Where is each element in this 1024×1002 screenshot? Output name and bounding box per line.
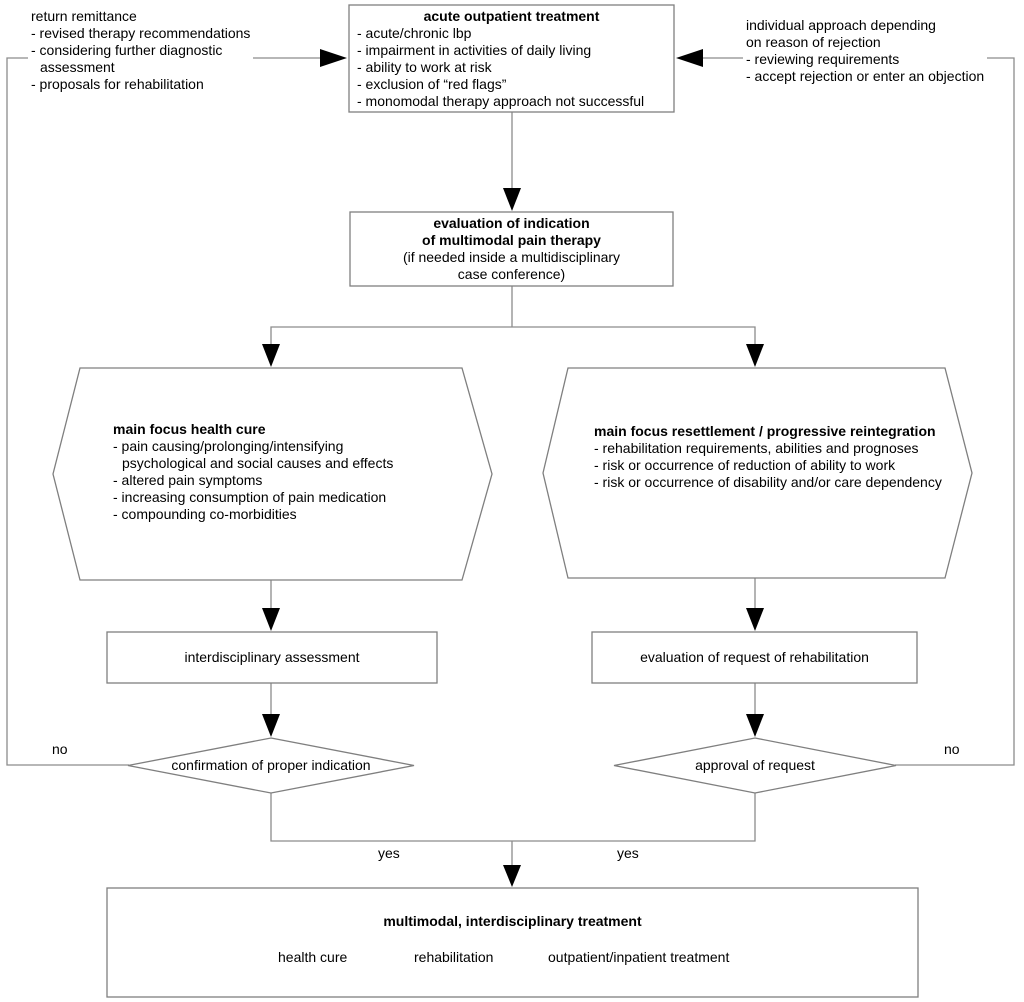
rehab-request-box-label: evaluation of request of rehabilitation <box>640 649 869 665</box>
evaluation-box-line: evaluation of indication <box>433 215 590 231</box>
hexagon-health-line: - pain causing/prolonging/intensifying <box>113 438 344 454</box>
hexagon-health-line: - altered pain symptoms <box>113 472 263 488</box>
assessment-box-label: interdisciplinary assessment <box>184 649 360 665</box>
note-line: on reason of rejection <box>746 34 881 50</box>
node-shapes <box>52 4 973 998</box>
connector-split-branches <box>270 326 756 346</box>
hexagon-resettlement-line: - risk or occurrence of disability and/o… <box>594 474 942 490</box>
acute-box-outline <box>348 4 675 113</box>
arrowheads <box>262 49 764 887</box>
evaluation-box-line: of multimodal pain therapy <box>422 232 601 248</box>
note-line: - revised therapy recommendations <box>31 25 251 41</box>
evaluation-indication-box: evaluation of indication of multimodal p… <box>350 215 673 283</box>
hexagon-resettlement-line: - rehabilitation requirements, abilities… <box>594 440 919 456</box>
rehab-request-box-outline <box>591 631 918 684</box>
note-rejection-approach: individual approach depending on reason … <box>743 17 988 85</box>
connector-yes-merge <box>270 793 756 842</box>
arrow-down-evaluation-icon <box>503 188 521 211</box>
evaluation-box-outline <box>349 211 674 287</box>
decision-indication-outline <box>127 737 415 794</box>
note-line: individual approach depending <box>746 17 936 33</box>
edge-label-no-left: no <box>52 741 68 757</box>
bottom-box-item-health-cure: health cure <box>278 949 348 965</box>
acute-box-title: acute outpatient treatment <box>423 8 600 24</box>
assessment-box-outline <box>106 631 438 684</box>
hexagon-resettlement: main focus resettlement / progressive re… <box>594 423 942 491</box>
acute-box-item: - impairment in activities of daily livi… <box>357 42 592 58</box>
hexagon-resettlement-outline <box>542 367 973 579</box>
decision-indication: confirmation of proper indication <box>128 757 414 774</box>
hexagon-health-cure: main focus health cure - pain causing/pr… <box>113 421 393 523</box>
decision-approval-outline <box>613 737 897 794</box>
arrow-left-into-acute-icon <box>676 49 703 67</box>
acute-box-item: - acute/chronic lbp <box>357 25 472 41</box>
assessment-box: interdisciplinary assessment <box>107 632 437 683</box>
note-line: - proposals for rehabilitation <box>31 76 204 92</box>
bottom-box-item-outpatient-inpatient: outpatient/inpatient treatment <box>548 949 730 965</box>
evaluation-box-line: case conference) <box>457 266 566 282</box>
note-line: assessment <box>40 59 115 75</box>
arrow-down-rehab-request-icon <box>746 608 764 631</box>
rehab-request-box: evaluation of request of rehabilitation <box>592 632 917 683</box>
arrow-right-into-acute-icon <box>320 49 347 67</box>
decision-indication-label: confirmation of proper indication <box>171 757 371 773</box>
note-line: - reviewing requirements <box>746 51 900 67</box>
hexagon-health-title: main focus health cure <box>113 421 266 437</box>
bottom-box-outline <box>106 887 919 998</box>
arrow-down-hex-right-icon <box>746 344 764 367</box>
bottom-box-item-rehabilitation: rehabilitation <box>414 949 494 965</box>
note-line: - accept rejection or enter an objection <box>746 68 985 84</box>
note-line: return remittance <box>31 8 137 24</box>
acute-box-item: - exclusion of “red flags” <box>357 76 507 92</box>
hexagon-health-cure-outline <box>52 367 493 581</box>
note-return-remittance: return remittance - revised therapy reco… <box>28 8 254 93</box>
arrow-down-bottom-box-icon <box>503 865 521 887</box>
acute-outpatient-box: acute outpatient treatment - acute/chron… <box>350 8 673 110</box>
hexagon-health-line: - compounding co-morbidities <box>113 506 297 522</box>
acute-box-item: - monomodal therapy approach not success… <box>357 93 645 109</box>
arrow-down-decision-left-icon <box>262 714 280 737</box>
hexagon-health-line: - increasing consumption of pain medicat… <box>113 489 387 505</box>
hexagon-resettlement-line: - risk or occurrence of reduction of abi… <box>594 457 896 473</box>
edge-label-yes-right: yes <box>617 845 639 861</box>
hexagon-resettlement-title: main focus resettlement / progressive re… <box>594 423 936 439</box>
bottom-box-title: multimodal, interdisciplinary treatment <box>383 913 642 929</box>
hexagon-health-line: psychological and social causes and effe… <box>122 455 394 471</box>
edge-label-yes-left: yes <box>378 845 400 861</box>
note-line: - considering further diagnostic <box>31 42 223 58</box>
arrow-down-hex-left-icon <box>262 344 280 367</box>
arrow-down-decision-right-icon <box>746 714 764 737</box>
edge-label-no-right: no <box>944 741 960 757</box>
acute-box-item: - ability to work at risk <box>357 59 492 75</box>
arrow-down-assessment-icon <box>262 608 280 631</box>
decision-approval-label: approval of request <box>695 757 815 773</box>
evaluation-box-line: (if needed inside a multidisciplinary <box>402 249 621 265</box>
decision-approval: approval of request <box>614 757 896 774</box>
